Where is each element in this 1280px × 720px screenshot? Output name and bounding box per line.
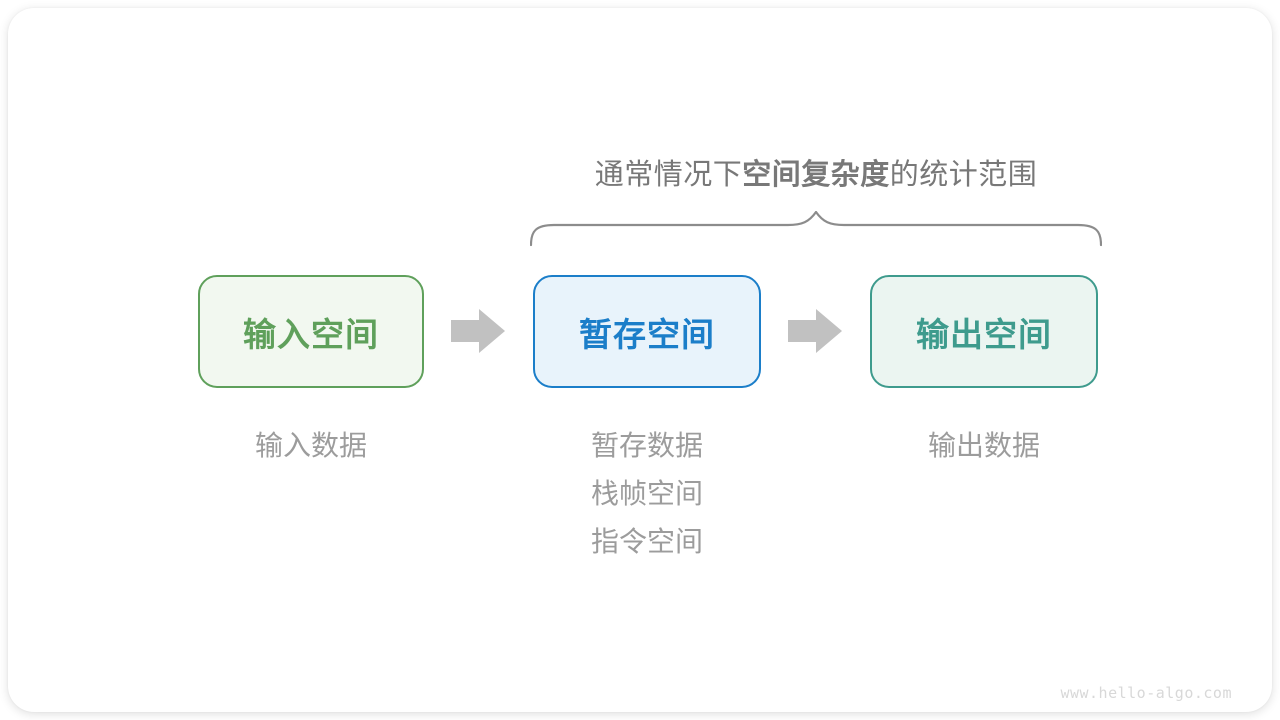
output-space-box: 输出空间 xyxy=(870,275,1098,388)
scope-title: 通常情况下空间复杂度的统计范围 xyxy=(530,151,1102,193)
output-space-captions: 输出数据 xyxy=(870,422,1098,470)
output-space-label: 输出空间 xyxy=(916,315,1052,353)
temp-space-captions: 暂存数据 栈帧空间 指令空间 xyxy=(533,422,761,566)
arrow-right-icon xyxy=(451,309,505,353)
caption-line: 输入数据 xyxy=(254,430,367,461)
brace-icon xyxy=(530,211,1102,247)
caption-line: 输出数据 xyxy=(927,430,1040,461)
caption-line: 指令空间 xyxy=(590,526,703,557)
caption-line: 暂存数据 xyxy=(590,430,703,461)
arrow-right-icon xyxy=(788,309,842,353)
temp-space-label: 暂存空间 xyxy=(579,315,715,353)
watermark: www.hello-algo.com xyxy=(1060,684,1232,702)
input-space-label: 输入空间 xyxy=(243,315,379,353)
scope-title-prefix: 通常情况下 xyxy=(594,159,743,191)
input-space-captions: 输入数据 xyxy=(198,422,424,470)
temp-space-box: 暂存空间 xyxy=(533,275,761,388)
diagram-card: 通常情况下空间复杂度的统计范围 输入空间 暂存空间 输出空间 输入数据 暂存数据… xyxy=(8,8,1272,712)
input-space-box: 输入空间 xyxy=(198,275,424,388)
scope-title-emphasis: 空间复杂度 xyxy=(742,159,890,191)
scope-title-suffix: 的统计范围 xyxy=(889,159,1038,191)
caption-line: 栈帧空间 xyxy=(590,478,703,509)
